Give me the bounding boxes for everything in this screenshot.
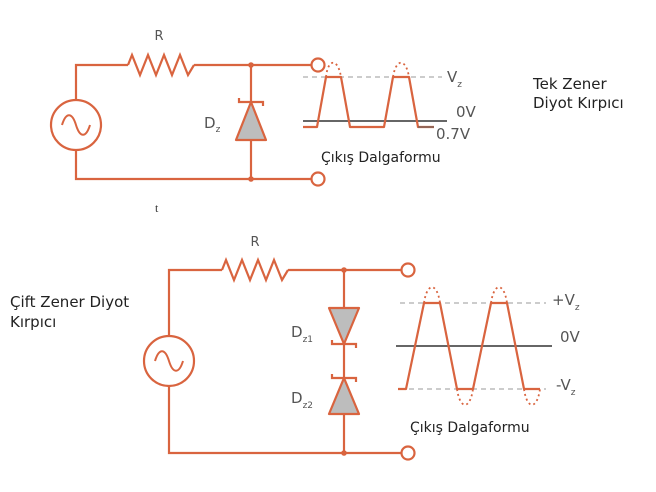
bottom-resistor-label: R [250, 235, 259, 250]
bottom-circuit: R Dz1 Dz2 +Vz 0V -Vz Çıkış Dalgaformu Çi… [10, 235, 581, 461]
top-diode-label: Dz [204, 114, 221, 135]
bottom-output-terminal-upper [400, 262, 416, 278]
top-wire-bottom [74, 151, 312, 181]
bottom-title-line1: Çift Zener Diyot [10, 293, 129, 311]
bottom-zener-diode1-icon [327, 306, 361, 346]
top-title-line2: Diyot Kırpıcı [533, 94, 624, 112]
top-output-waveform [303, 75, 434, 129]
top-wave-neg-label: 0.7V [436, 125, 471, 143]
top-resistor-label: R [154, 29, 163, 44]
bottom-wire-left [167, 268, 222, 335]
top-wave-vz-label: Vz [447, 68, 462, 90]
bottom-wave-0v-label: 0V [560, 328, 581, 346]
bottom-wave-pos-label: +Vz [552, 291, 580, 313]
bottom-diode1-label: Dz1 [291, 323, 313, 345]
top-ac-sine-icon [61, 114, 91, 136]
top-resistor [126, 52, 195, 78]
stray-mark: t [155, 201, 159, 215]
bottom-output-terminal-lower [400, 445, 416, 461]
top-output-terminal-upper [310, 57, 326, 73]
bottom-diode2-label: Dz2 [291, 389, 313, 411]
top-zener-diode-icon [234, 100, 268, 142]
bottom-resistor [220, 257, 289, 283]
top-output-caption: Çıkış Dalgaformu [321, 150, 441, 166]
top-output-terminal-lower [310, 171, 326, 187]
top-circuit: R Dz Vz 0V 0.7V Çıkış Dalgaformu Tek Zen… [49, 29, 624, 187]
top-wire-left [74, 63, 128, 99]
bottom-wire-bottom [167, 387, 402, 455]
bottom-zener-diode2-icon [327, 376, 361, 416]
bottom-ac-sine-icon [154, 350, 184, 372]
bottom-output-caption: Çıkış Dalgaformu [410, 420, 530, 436]
top-wave-clipped-peaks [325, 61, 410, 78]
bottom-output-waveform [398, 301, 540, 391]
top-wave-0v-label: 0V [456, 103, 477, 121]
bottom-wave-neg-label: -Vz [556, 376, 576, 398]
top-title-line1: Tek Zener [532, 75, 608, 93]
bottom-title-line2: Kırpıcı [10, 313, 56, 331]
